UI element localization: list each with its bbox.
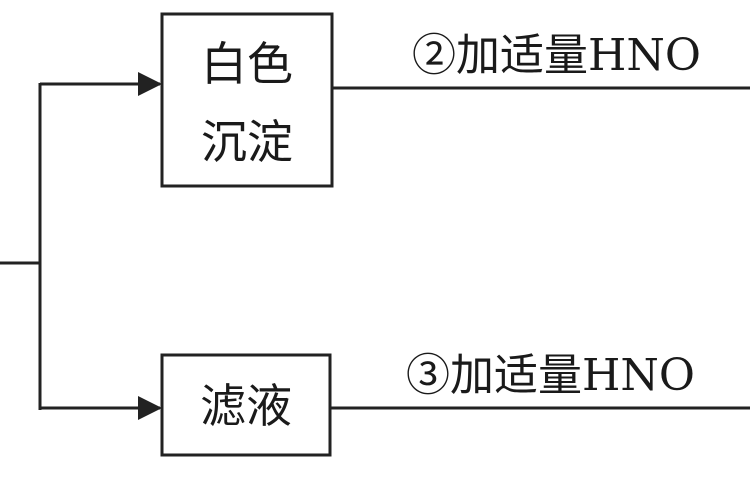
arrowhead-top [138, 72, 162, 96]
precipitate-label-line2: 沉淀 [201, 115, 293, 169]
filtrate-box [160, 353, 332, 457]
precipitate-label-line1: 白色 [201, 37, 293, 91]
step3-label: ③加适量HNO [406, 350, 695, 401]
precipitate-box [160, 12, 334, 188]
filtrate-label: 滤液 [200, 379, 292, 433]
arrowhead-bottom [138, 396, 162, 420]
step2-label: ②加适量HNO [412, 30, 701, 81]
